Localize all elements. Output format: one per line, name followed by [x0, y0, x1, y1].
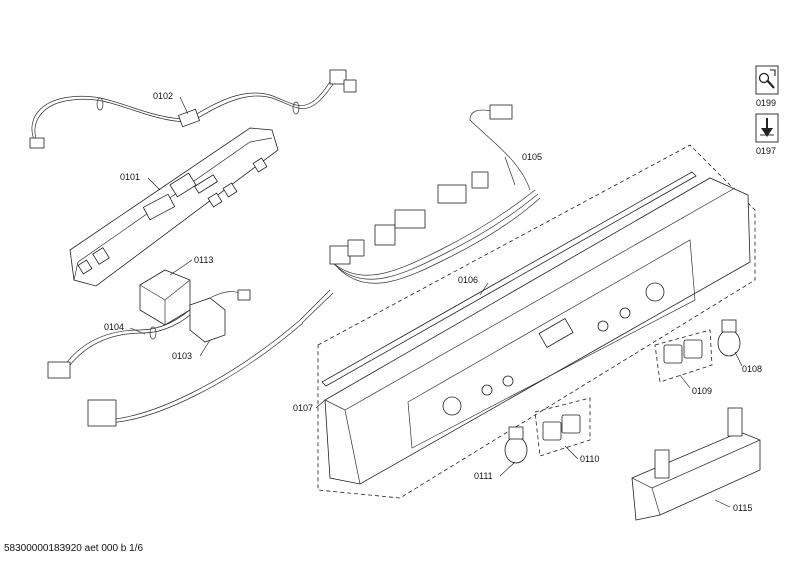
wire-harness-0102 — [29, 69, 357, 149]
label-0199: 0199 — [756, 98, 776, 108]
tool-icon-0199: 0199 — [755, 65, 779, 108]
label-0101: 0101 — [120, 172, 140, 182]
door-switch-0113-0103 — [139, 269, 251, 343]
tool-icon-0197: 0197 — [755, 113, 779, 156]
wire-harness-0105 — [299, 104, 541, 324]
button-group-0110 — [534, 397, 591, 457]
screwdriver-tool-icon — [760, 118, 774, 137]
bracket-0115 — [631, 407, 761, 521]
wire-harness-0104 — [47, 304, 304, 427]
label-0106: 0106 — [458, 275, 478, 285]
control-board-0101 — [69, 127, 279, 287]
control-panel-assembly — [317, 144, 756, 499]
label-0110: 0110 — [580, 454, 599, 464]
label-0104: 0104 — [104, 322, 124, 332]
label-0102: 0102 — [153, 91, 173, 101]
knob-0111 — [504, 426, 528, 464]
label-0109: 0109 — [692, 386, 712, 396]
document-footer-id: 58300000183920 aet 000 b 1/6 — [4, 543, 144, 554]
button-group-0109 — [654, 329, 713, 383]
label-0107: 0107 — [293, 403, 313, 413]
label-0111: 0111 — [474, 471, 493, 481]
label-0115: 0115 — [733, 503, 752, 513]
label-0197: 0197 — [756, 146, 776, 156]
part-labels: 0102 0101 0105 0113 0106 0104 0103 0108 … — [104, 91, 762, 513]
label-0105: 0105 — [522, 152, 542, 162]
wrench-tool-icon — [758, 69, 776, 89]
label-0113: 0113 — [194, 255, 213, 265]
label-0103: 0103 — [172, 351, 192, 361]
leader-lines — [129, 96, 743, 508]
knob-0108 — [717, 319, 741, 357]
label-0108: 0108 — [742, 364, 762, 374]
